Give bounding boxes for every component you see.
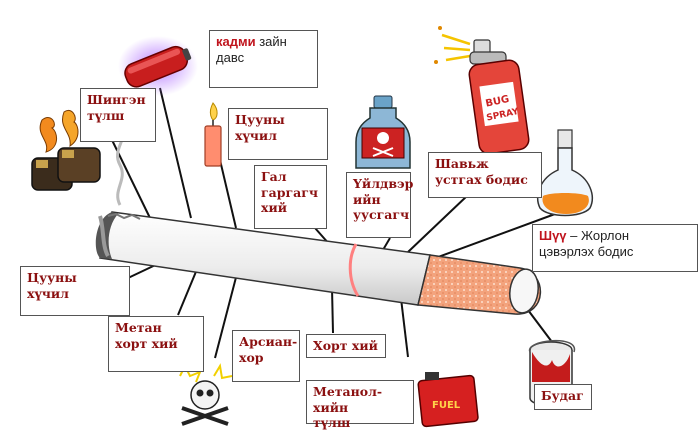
label-liquid-fuel-line1: Шингэн [87, 92, 146, 107]
label-methane: Метан хорт хий [108, 316, 204, 372]
label-fire-gas: Гал гаргагч хий [254, 165, 327, 229]
candle-icon [204, 102, 222, 167]
label-fire-gas-line2: гаргагч [261, 184, 319, 200]
label-acetic-line1: Цууны [27, 270, 77, 285]
label-acid-cleaner: Шүү – Жорлон цэвэрлэх бодис [532, 224, 698, 272]
label-cadmium: кадми зайн давс [209, 30, 318, 88]
label-fire-gas-line3: хий [261, 200, 287, 216]
label-arsenic: Арсиан- хор [232, 330, 300, 382]
label-insecticide-line1: Шавьж [435, 156, 489, 171]
flask-icon [537, 129, 593, 217]
label-industrial-line3: уусгагч [353, 207, 410, 223]
leader-cadmium [159, 87, 192, 219]
leader-cleaner [407, 194, 469, 253]
label-insecticide: Шавьж устгах бодис [428, 152, 542, 198]
label-methanol: Метанол- хийн түлш [306, 380, 414, 430]
label-paint: Будаг [534, 384, 592, 410]
label-acid-line2: цэвэрлэх бодис [539, 244, 634, 260]
label-methanol-line2: түлш [313, 415, 351, 431]
fuel-can-icon: FUEL [417, 372, 479, 428]
leader-toxic-gas [331, 287, 334, 334]
bug-spray-icon: BUG SPRAY [434, 26, 530, 155]
leader-acid [429, 213, 556, 261]
cigarette-icon [95, 211, 542, 315]
label-acid-rest: – Жорлон [566, 228, 629, 243]
label-arsenic-line2: хор [239, 349, 264, 365]
label-industrial-line2: ийн [353, 191, 381, 207]
label-liquid-fuel-line2: түлш [87, 107, 125, 123]
label-paint-line1: Будаг [541, 388, 584, 403]
label-methane-line1: Метан [115, 320, 162, 335]
label-candle-line1: Цууны [235, 112, 285, 127]
label-insecticide-line2: устгах бодис [435, 171, 528, 187]
label-candle-acid: Цууны хүчил [228, 108, 328, 160]
label-cadmium-rest: зайн [255, 34, 287, 49]
label-candle-line2: хүчил [235, 127, 277, 143]
label-acid-bold: Шүү [539, 228, 567, 243]
battery-icon [118, 36, 198, 96]
label-toxic-gas-line1: Хорт хий [313, 338, 378, 353]
label-methanol-line1: Метанол- хийн [313, 384, 383, 415]
spray-text-1: BUG [485, 94, 511, 110]
label-cadmium-bold: кадми [216, 34, 256, 49]
label-industrial-solvent: Үйлдвэр ийн уусгагч [346, 172, 414, 238]
label-toxic-gas: Хорт хий [306, 334, 386, 358]
fuel-text: FUEL [432, 400, 461, 411]
skull-crossbones-icon [179, 363, 233, 426]
label-cadmium-line2: давс [216, 50, 245, 66]
label-industrial-line1: Үйлдвэр [353, 176, 414, 191]
label-acetic-line2: хүчил [27, 285, 69, 301]
lighter-icon [31, 109, 101, 191]
label-acetic-acid: Цууны хүчил [20, 266, 130, 316]
poison-bottle-icon [355, 95, 411, 169]
label-liquid-fuel: Шингэн түлш [80, 88, 156, 142]
leader-candle [219, 159, 237, 229]
label-arsenic-line1: Арсиан- [239, 334, 298, 349]
label-methane-line2: хорт хий [115, 335, 178, 351]
label-fire-gas-line1: Гал [261, 169, 287, 184]
